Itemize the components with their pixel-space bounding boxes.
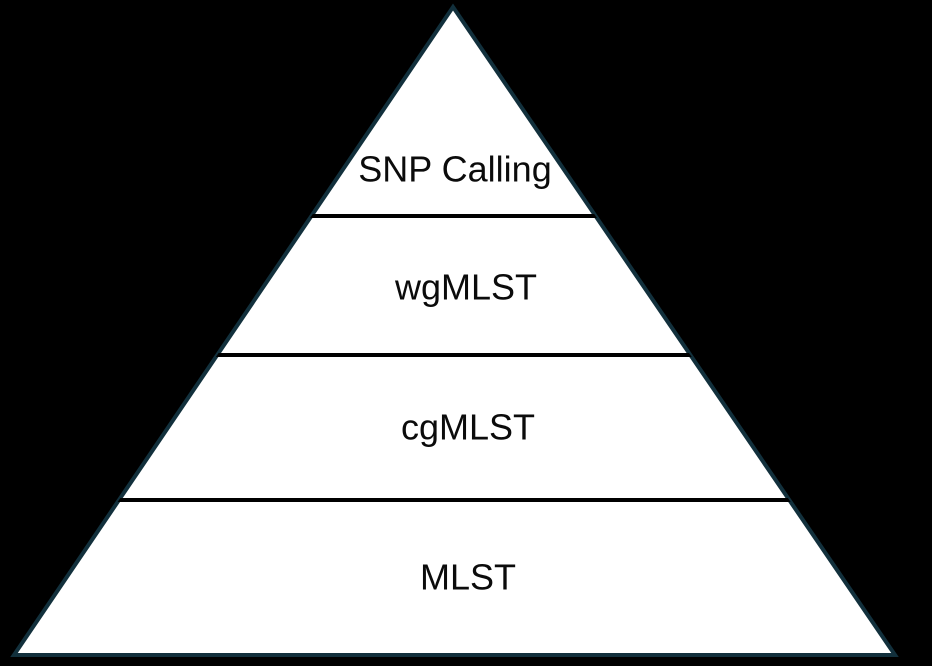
pyramid-tier-label-cgmlst: cgMLST (401, 407, 535, 448)
pyramid-tier-label-mlst: MLST (420, 557, 516, 598)
pyramid-outline (10, 3, 899, 657)
pyramid-tier-label-snp-calling: SNP Calling (358, 149, 551, 190)
pyramid-tier-label-wgmlst: wgMLST (394, 267, 537, 308)
